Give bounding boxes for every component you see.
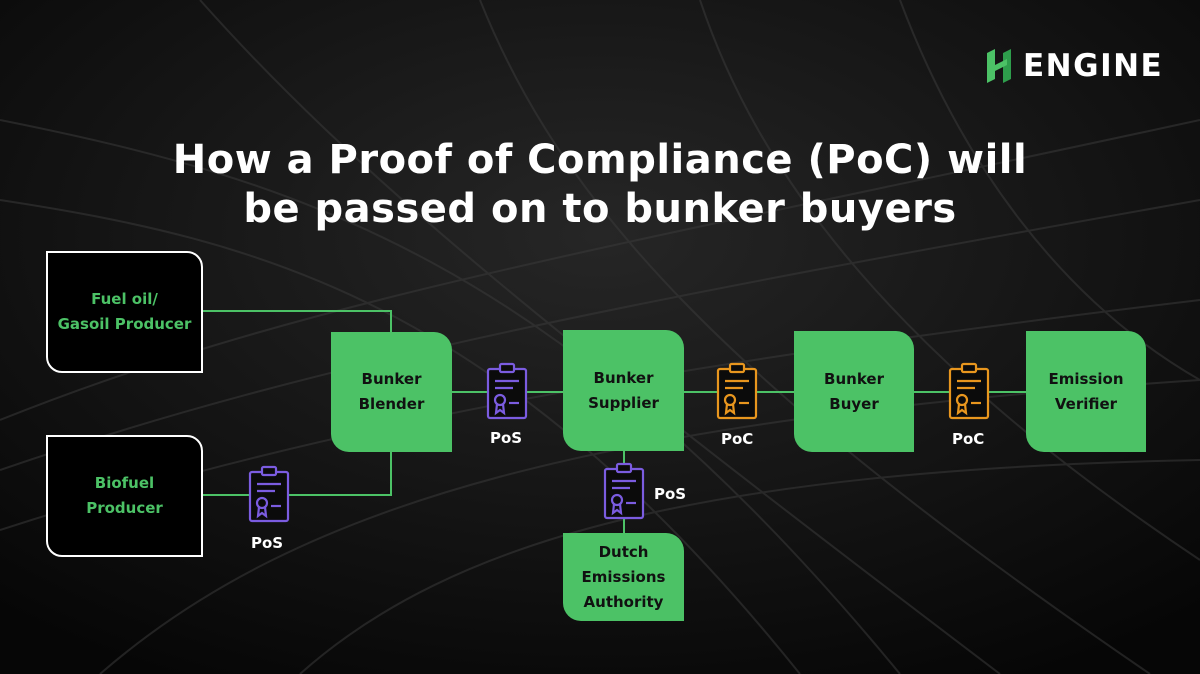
fuel-oil-producer-line-2: Gasoil Producer xyxy=(57,315,192,333)
title-line-1: How a Proof of Compliance (PoC) will xyxy=(172,137,1028,183)
biofuel-producer-node: Biofuel Producer xyxy=(46,435,203,557)
authority-line-2: Emissions xyxy=(581,567,666,586)
bunker-buyer-node: Bunker Buyer xyxy=(794,331,914,452)
emission-verifier-node: Emission Verifier xyxy=(1026,331,1146,452)
pos-certificate-icon xyxy=(603,462,645,520)
title-line-2: be passed on to bunker buyers xyxy=(243,186,957,232)
page-title: How a Proof of Compliance (PoC) will be … xyxy=(0,136,1200,234)
bunker-supplier-node: Bunker Supplier xyxy=(563,330,684,451)
poc-label-buyer: PoC xyxy=(952,430,985,448)
bunker-blender-node: Bunker Blender xyxy=(331,332,452,452)
connector-fuel-to-blender xyxy=(202,310,392,332)
poc-certificate-icon xyxy=(948,362,990,420)
engine-logo: ENGINE xyxy=(983,48,1163,84)
emission-verifier-line-1: Emission xyxy=(1048,369,1124,388)
emission-verifier-line-2: Verifier xyxy=(1054,394,1118,413)
bunker-supplier-line-1: Bunker xyxy=(593,368,654,387)
fuel-oil-producer-node: Fuel oil/ Gasoil Producer xyxy=(46,251,203,373)
pos-label-authority: PoS xyxy=(654,485,687,503)
pos-label-biofuel: PoS xyxy=(251,534,284,552)
connector-biofuel-to-blender xyxy=(202,452,392,496)
pos-certificate-icon xyxy=(248,465,290,523)
engine-logo-icon xyxy=(987,49,1011,83)
pos-certificate-icon xyxy=(486,362,528,420)
biofuel-producer-line-1: Biofuel xyxy=(94,474,155,492)
bunker-buyer-line-1: Bunker xyxy=(824,369,884,388)
authority-line-3: Authority xyxy=(583,592,664,611)
fuel-oil-producer-line-1: Fuel oil/ xyxy=(91,290,158,308)
authority-line-1: Dutch xyxy=(598,542,649,561)
bunker-blender-line-2: Blender xyxy=(358,395,425,413)
bunker-buyer-line-2: Buyer xyxy=(829,394,879,413)
pos-label-blender: PoS xyxy=(490,429,523,447)
bunker-supplier-line-2: Supplier xyxy=(588,393,659,412)
engine-logo-text: ENGINE xyxy=(1023,48,1164,84)
biofuel-producer-line-2: Producer xyxy=(86,499,163,517)
dutch-emissions-authority-node: Dutch Emissions Authority xyxy=(563,533,684,621)
bunker-blender-line-1: Bunker xyxy=(361,370,422,388)
poc-certificate-icon xyxy=(716,362,758,420)
poc-label-supplier: PoC xyxy=(721,430,754,448)
